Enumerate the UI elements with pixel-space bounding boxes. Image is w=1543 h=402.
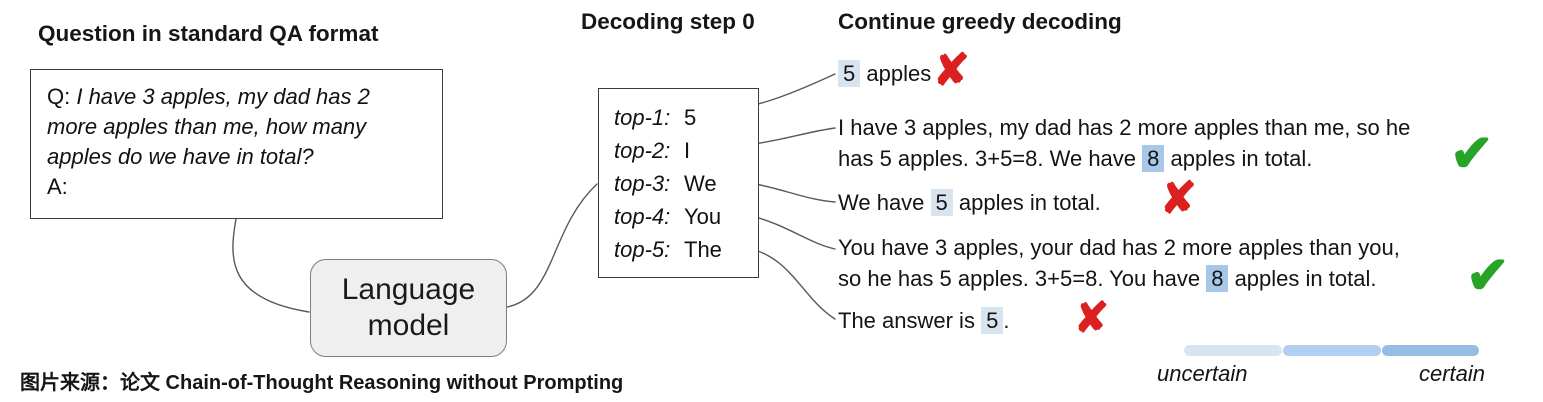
continuation-item-1: 5 apples (838, 58, 931, 89)
connector-top4-to-item4 (747, 214, 836, 250)
correct-mark-icon: ✔ (1466, 247, 1510, 305)
decoding-row-label: top-1: (614, 105, 671, 130)
decoding-row-label: top-2: (614, 138, 671, 163)
highlighted-token: 5 (838, 60, 861, 87)
certainty-bar-segment-dark (1382, 345, 1479, 356)
a-prefix: A: (47, 174, 68, 199)
question-text-line1: I have 3 apples, my dad has 2 (76, 84, 370, 109)
question-panel-title: Question in standard QA format (38, 21, 379, 46)
continuation-item-3: We have 5 apples in total. (838, 187, 1101, 218)
decoding-panel-title: Decoding step 0 (581, 9, 755, 34)
decoding-row-label: top-5: (614, 237, 671, 262)
language-model-label-line1: Language (341, 273, 476, 306)
highlighted-token: 8 (1142, 145, 1165, 172)
connector-question-to-model (232, 218, 310, 313)
continuation-item-5: The answer is 5. (838, 305, 1009, 336)
continuation-text: has 5 apples. 3+5=8. We have (838, 146, 1143, 171)
highlighted-token: 8 (1206, 265, 1229, 292)
decoding-box: top-1: 5 top-2: I top-3: We top-4: You top-5… (598, 88, 759, 278)
question-box: Q: I have 3 apples, my dad has 2 more ap… (30, 69, 443, 219)
continuation-item-2: I have 3 apples, my dad has 2 more apple… (838, 112, 1410, 174)
wrong-mark-icon: ✘ (1074, 294, 1110, 341)
wrong-mark-icon: ✘ (1160, 174, 1197, 223)
continuation-text: We have (838, 190, 931, 215)
continuation-text: You have 3 apples, your dad has 2 more a… (838, 235, 1400, 260)
image-source-caption: 图片来源：论文 Chain-of-Thought Reasoning witho… (20, 372, 624, 394)
highlighted-token: 5 (981, 307, 1004, 334)
question-text-line3: apples do we have in total? (47, 144, 314, 169)
continuation-text: . (1003, 308, 1010, 333)
q-prefix: Q: (47, 84, 77, 109)
decoding-row-top3: top-3: We (614, 167, 758, 200)
legend-label-uncertain: uncertain (1157, 361, 1248, 386)
certainty-bar-segment-light (1184, 345, 1282, 356)
continuation-text: apples in total. (1228, 266, 1377, 291)
decoding-row-top4: top-4: You (614, 200, 758, 233)
connector-model-to-decode (506, 183, 598, 308)
decoding-row-token: I (684, 138, 691, 163)
continuation-text: The answer is (838, 308, 982, 333)
decoding-row-top5: top-5: The (614, 233, 758, 266)
decoding-row-top2: top-2: I (614, 134, 758, 167)
continuation-text: I have 3 apples, my dad has 2 more apple… (838, 115, 1411, 140)
language-model-label-line2: model (367, 309, 450, 342)
correct-mark-icon: ✔ (1450, 125, 1494, 183)
language-model-box: Language model (310, 259, 507, 357)
connector-top5-to-item5 (747, 247, 836, 320)
continuation-panel-title: Continue greedy decoding (838, 9, 1122, 34)
continuation-text: apples in total. (1164, 146, 1313, 171)
decoding-row-label: top-4: (614, 204, 671, 229)
continuation-text: so he has 5 apples. 3+5=8. You have (838, 266, 1207, 291)
decoding-row-label: top-3: (614, 171, 671, 196)
decoding-row-top1: top-1: 5 (614, 101, 758, 134)
continuation-item-4: You have 3 apples, your dad has 2 more a… (838, 232, 1400, 294)
legend-label-certain: certain (1419, 361, 1486, 386)
continuation-text: apples (860, 61, 932, 86)
continuation-text: apples in total. (952, 190, 1101, 215)
decoding-row-token: 5 (684, 105, 697, 130)
wrong-mark-icon: ✘ (933, 46, 970, 95)
question-text-line2: more apples than me, how many (47, 114, 367, 139)
decoding-row-token: The (684, 237, 722, 262)
decoding-row-token: You (684, 204, 722, 229)
decoding-row-token: We (684, 171, 717, 196)
certainty-bar-segment-medium (1283, 345, 1381, 356)
highlighted-token: 5 (930, 189, 953, 216)
